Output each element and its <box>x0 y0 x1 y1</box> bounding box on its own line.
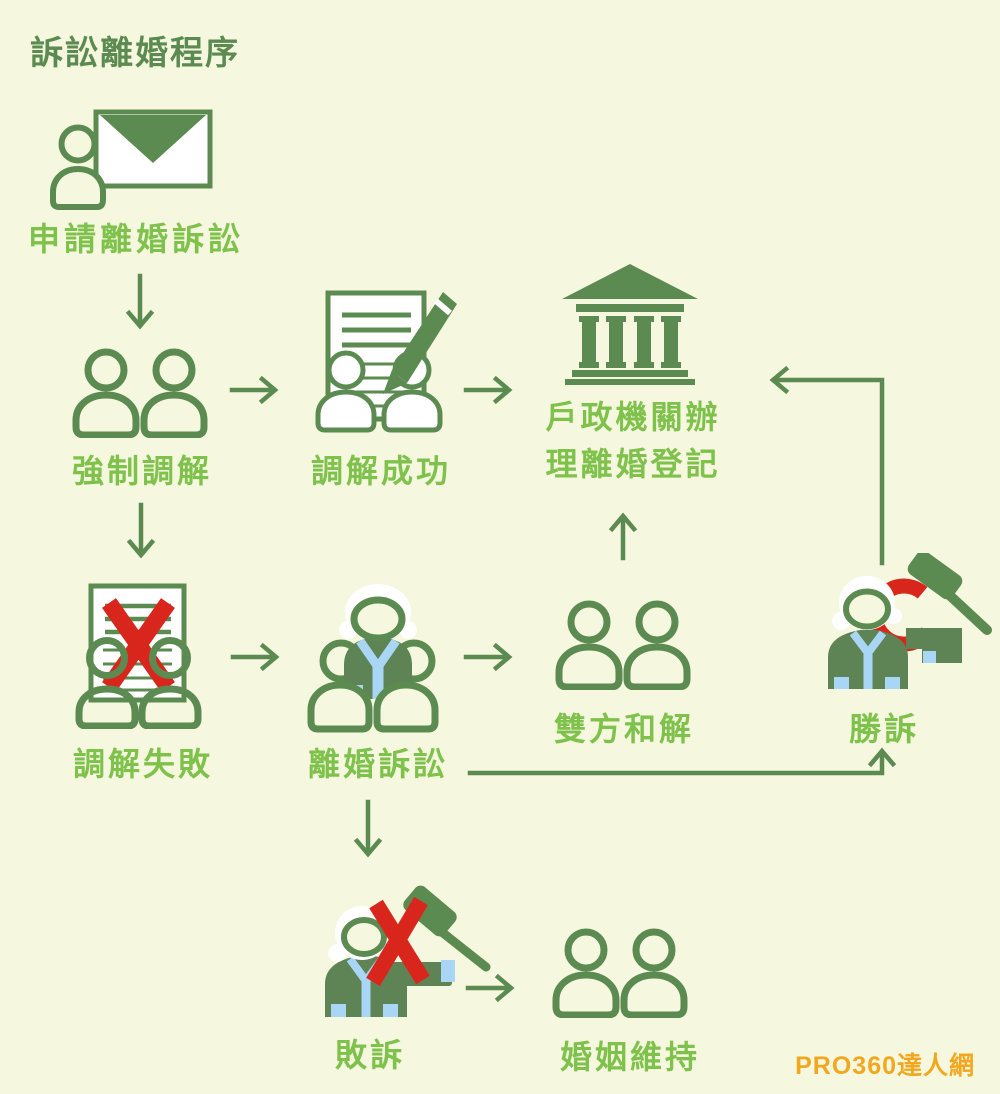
node-label-mediation-fail: 調解失敗 <box>72 746 214 782</box>
node-label-forced-mediation: 強制調解 <box>71 453 213 489</box>
judge-gavel-swing-icon <box>828 553 992 689</box>
arrow-down-apply-to-forced-mediation <box>125 273 155 330</box>
two-people-icon <box>555 600 691 690</box>
arrow-elbow-win-to-registration <box>769 365 885 566</box>
node-label-lawsuit: 離婚訴訟 <box>307 746 449 782</box>
arrow-elbow-lawsuit-to-win <box>467 747 897 776</box>
node-label-win: 勝訴 <box>848 711 920 747</box>
node-label-mediation-success: 調解成功 <box>310 453 452 489</box>
judge-gavel-red-x-icon <box>325 885 491 1017</box>
arrow-right-fail-to-lawsuit <box>230 642 280 672</box>
arrow-down-lawsuit-to-lose <box>353 799 383 858</box>
node-label-lose: 敗訴 <box>334 1037 406 1073</box>
gavel-handle <box>940 586 992 635</box>
arrow-right-lawsuit-to-settlement <box>463 642 513 672</box>
brand-watermark: PRO360達人網 <box>795 1052 975 1080</box>
person-envelope-icon <box>50 109 213 210</box>
judge-between-people-icon <box>307 584 439 733</box>
arrow-right-lose-to-maintain <box>465 973 515 1003</box>
two-people-icon <box>72 348 208 438</box>
government-building-icon <box>562 264 698 385</box>
node-label-maintain: 婚姻維持 <box>559 1039 701 1075</box>
node-label-settlement: 雙方和解 <box>553 711 695 747</box>
arrow-up-settlement-to-registration <box>608 512 638 561</box>
registration-label-line2: 理離婚登記 <box>545 446 721 482</box>
document-pencil-people-icon <box>315 290 457 433</box>
arrow-right-success-to-registration <box>463 375 513 405</box>
node-label-registration: 戶政機關辦理離婚登記 <box>545 394 720 488</box>
registration-label-line1: 戶政機關辦 <box>545 399 721 435</box>
document-red-x-people-icon <box>75 583 202 729</box>
page-title: 訴訟離婚程序 <box>30 34 240 71</box>
red-x-mark <box>366 896 430 987</box>
two-people-icon <box>552 928 688 1018</box>
gavel-handle <box>433 924 491 972</box>
arrow-right-forced-to-success <box>229 375 279 405</box>
arrow-down-forced-to-fail <box>126 502 156 559</box>
gavel-head <box>403 885 457 937</box>
node-label-apply: 申請離婚訴訟 <box>28 221 245 257</box>
gavel-head <box>907 553 963 600</box>
